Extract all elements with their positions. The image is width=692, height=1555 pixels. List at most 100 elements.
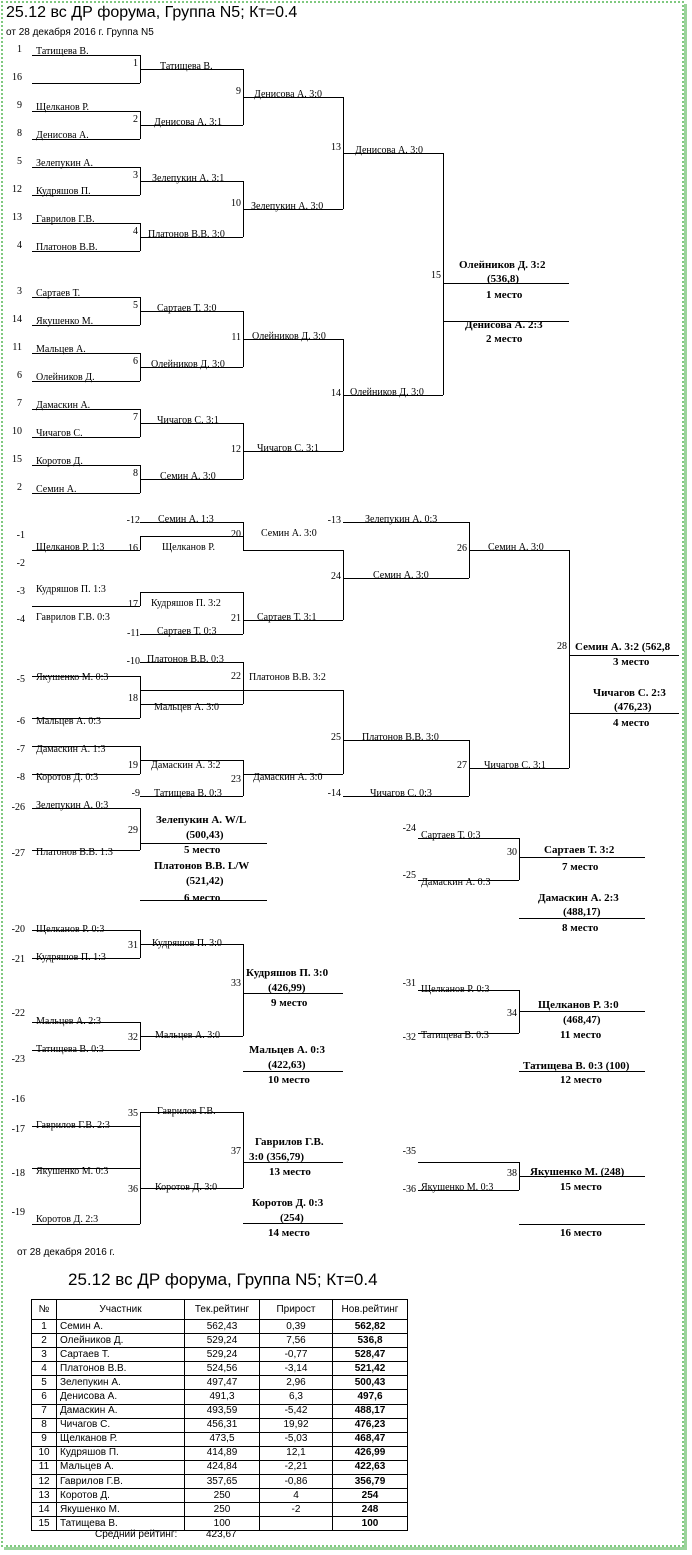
cell-gain: -2,21 xyxy=(259,1459,333,1476)
bracket-result-label: 3 место xyxy=(613,656,650,668)
bracket-result-label: 11 место xyxy=(560,1029,602,1041)
bracket-result-label: (468,47) xyxy=(563,1014,601,1026)
bracket-match-number: -35 xyxy=(403,1146,416,1157)
cell-gain: -5,03 xyxy=(259,1431,333,1447)
bracket-result-label: (521,42) xyxy=(186,875,224,887)
results-table: № Участник Тек.рейтинг Прирост Нов.рейти… xyxy=(31,1299,408,1532)
bracket-player-label: Платонов В.В. 3:2 xyxy=(249,672,326,683)
cell-new-rating: 426,99 xyxy=(332,1445,408,1461)
bracket-match-number: 29 xyxy=(128,825,138,836)
cell-new-rating: 100 xyxy=(332,1516,408,1532)
bracket-player-label: Платонов В.В. 0:3 xyxy=(147,654,224,665)
bracket-match-number: -36 xyxy=(403,1184,416,1195)
bracket-match-number: 10 xyxy=(12,426,22,437)
bracket-player-label: Чичагов С. 3:1 xyxy=(484,760,546,771)
bracket-player-label: Сартаев Т. xyxy=(36,288,80,299)
bracket-match-number: 6 xyxy=(133,356,138,367)
bracket-match-number: -21 xyxy=(12,954,25,965)
cell-number: 14 xyxy=(31,1502,57,1518)
bracket-player-label: Коротов Д. 0:3 xyxy=(36,772,98,783)
bracket-player-label: Денисова А. 3:0 xyxy=(355,145,423,156)
cell-current-rating: 529,24 xyxy=(184,1347,260,1363)
bracket-match-number: 22 xyxy=(231,671,241,682)
cell-current-rating: 414,89 xyxy=(184,1445,260,1461)
cell-gain: -3,14 xyxy=(259,1361,333,1377)
bracket-result-label: 4 место xyxy=(613,717,650,729)
bracket-match-number: 8 xyxy=(133,468,138,479)
bracket-match-number: -20 xyxy=(12,924,25,935)
cell-current-rating: 456,31 xyxy=(184,1417,260,1433)
bracket-match-number: 26 xyxy=(457,543,467,554)
bracket-player-label: Олейников Д. xyxy=(36,372,95,383)
cell-gain: 7,56 xyxy=(259,1333,333,1349)
bracket-match-number: 12 xyxy=(231,444,241,455)
bracket-player-label: Олейников Д. 3:0 xyxy=(350,387,424,398)
cell-number: 12 xyxy=(31,1474,57,1490)
cell-participant: Дамаскин А. xyxy=(56,1403,185,1419)
bracket-match-number: -2 xyxy=(17,558,25,569)
col-header-current-rating: Тек.рейтинг xyxy=(184,1299,260,1320)
cell-current-rating: 562,43 xyxy=(184,1318,260,1335)
bracket-result-label: Татищева В. 0:3 (100) xyxy=(523,1060,630,1072)
cell-new-rating: 254 xyxy=(332,1488,408,1504)
bracket-match-number: -18 xyxy=(12,1168,25,1179)
cell-new-rating: 422,63 xyxy=(332,1459,408,1476)
bracket-match-number: -6 xyxy=(17,716,25,727)
cell-number: 13 xyxy=(31,1488,57,1504)
bracket-player-label: Гаврилов Г.В. 0:3 xyxy=(36,612,110,623)
bracket-result-label: 15 место xyxy=(560,1181,602,1193)
bracket-match-number: -27 xyxy=(12,848,25,859)
bracket-match-number: -31 xyxy=(403,978,416,989)
cell-current-rating: 357,65 xyxy=(184,1474,260,1490)
cell-number: 1 xyxy=(31,1318,57,1335)
bracket-match-number: 10 xyxy=(231,198,241,209)
cell-number: 8 xyxy=(31,1417,57,1433)
table-header-row: № Участник Тек.рейтинг Прирост Нов.рейти… xyxy=(31,1299,408,1320)
cell-participant: Сартаев Т. xyxy=(56,1347,185,1363)
bracket-match-number: 38 xyxy=(507,1168,517,1179)
bracket-player-label: Зелепукин А. 0:3 xyxy=(36,800,108,811)
bracket-result-label: 10 место xyxy=(268,1074,310,1086)
bracket-player-label: Мальцев А. 2:3 xyxy=(36,1016,101,1027)
cell-current-rating: 424,84 xyxy=(184,1459,260,1476)
bracket-result-label: (476,23) xyxy=(614,701,652,713)
bracket-result-label: Гаврилов Г.В. xyxy=(255,1136,324,1148)
bracket-match-number: -4 xyxy=(17,614,25,625)
bracket-player-label: Денисова А. 3:0 xyxy=(254,89,322,100)
bracket-match-number: 2 xyxy=(133,114,138,125)
cell-participant: Семин А. xyxy=(56,1318,185,1335)
bracket-match-number: 30 xyxy=(507,847,517,858)
bracket-match-number: 23 xyxy=(231,774,241,785)
cell-number: 15 xyxy=(31,1516,57,1532)
bracket-match-number: 18 xyxy=(128,693,138,704)
bracket-player-label: Зелепукин А. 3:0 xyxy=(251,201,323,212)
bracket-player-label: Щелканов Р. xyxy=(36,102,89,113)
bracket-player-label: Денисова А. xyxy=(36,130,89,141)
bracket-player-label: Семин А. 3:0 xyxy=(373,570,429,581)
bracket-player-label: Платонов В.В. xyxy=(36,242,98,253)
bracket-result-label: (500,43) xyxy=(186,829,224,841)
bracket-player-label: Зелепукин А. 0:3 xyxy=(365,514,437,525)
average-rating-value: 423,67 xyxy=(206,1529,237,1540)
bracket-player-label: Денисова А. 3:1 xyxy=(154,117,222,128)
cell-gain xyxy=(259,1516,333,1532)
bracket-player-label: Чичагов С. 3:1 xyxy=(257,443,319,454)
bracket-player-label: Семин А. 1:3 xyxy=(158,514,214,525)
cell-new-rating: 562,82 xyxy=(332,1318,408,1335)
cell-number: 9 xyxy=(31,1431,57,1447)
bracket-result-label: 2 место xyxy=(486,333,523,345)
bracket-match-number: 5 xyxy=(17,156,22,167)
bracket-player-label: Дамаскин А. 3:2 xyxy=(151,760,220,771)
cell-current-rating: 250 xyxy=(184,1502,260,1518)
bracket-player-label: Мальцев А. 3:0 xyxy=(154,702,219,713)
bracket-match-number: -22 xyxy=(12,1008,25,1019)
bracket-match-number: 8 xyxy=(17,128,22,139)
cell-gain: -2 xyxy=(259,1502,333,1518)
bracket-match-number: -11 xyxy=(127,628,140,639)
